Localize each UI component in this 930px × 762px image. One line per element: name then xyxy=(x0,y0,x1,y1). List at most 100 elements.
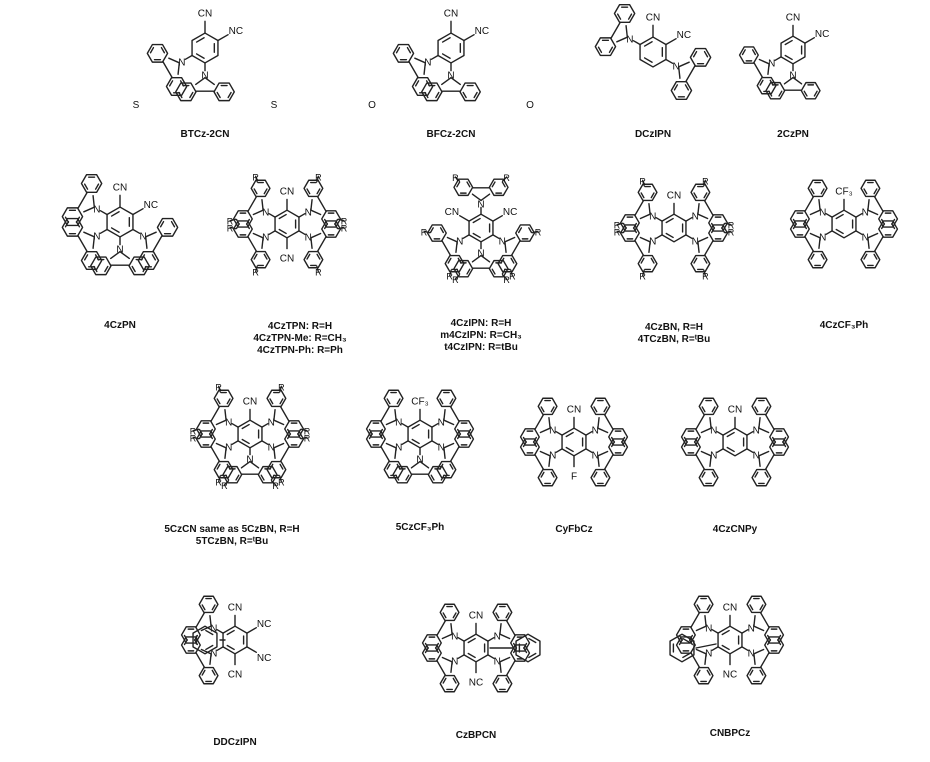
caption: 5CzCF₃Ph xyxy=(396,522,445,533)
nitrogen-label: N xyxy=(93,231,100,242)
caption: DCzIPN xyxy=(635,129,671,140)
r-group-label: R xyxy=(304,433,311,443)
substituent-label: CF₃ xyxy=(835,186,852,197)
caption: 5CzCN same as 5CzBN, R=H xyxy=(164,524,299,535)
nitrogen-label: N xyxy=(305,232,312,243)
nitrogen-label: N xyxy=(705,624,712,635)
substituent-label: NC xyxy=(475,26,489,37)
substituent-label: CN xyxy=(113,182,127,193)
substituent-label: CN xyxy=(469,610,483,621)
caption: DDCzIPN xyxy=(213,737,256,748)
nitrogen-label: N xyxy=(424,57,431,68)
substituent-label: NC xyxy=(229,26,243,37)
caption: t4CzIPN: R=tBu xyxy=(444,342,518,353)
nitrogen-label: N xyxy=(705,648,712,659)
substituent-label: NC xyxy=(469,678,483,689)
nitrogen-label: N xyxy=(710,426,717,437)
r-group-label: R xyxy=(272,481,279,491)
caption: 4CzTPN-Me: R=CH₃ xyxy=(253,333,347,344)
r-group-label: R xyxy=(503,173,510,183)
r-group-label: R xyxy=(227,217,234,227)
caption: 4CzBN, R=H xyxy=(645,322,703,333)
r-group-label: R xyxy=(614,227,621,237)
caption: BFCz-2CN xyxy=(427,129,476,140)
substituent-label: CN xyxy=(728,404,742,415)
substituent-label: NC xyxy=(144,200,158,211)
substituent-label: CN xyxy=(567,404,581,415)
heteroatom-label: O xyxy=(526,100,534,111)
nitrogen-label: N xyxy=(93,205,100,216)
r-group-label: R xyxy=(304,427,311,437)
substituent-label: CN xyxy=(280,186,294,197)
caption: m4CzIPN: R=CH₃ xyxy=(440,330,522,341)
r-group-label: R xyxy=(503,275,510,285)
heteroatom-label: S xyxy=(133,100,140,111)
caption: CyFbCz xyxy=(555,524,592,535)
caption: 4CzIPN: R=H xyxy=(451,318,512,329)
nitrogen-label: N xyxy=(305,208,312,219)
nitrogen-label: N xyxy=(210,648,217,659)
caption: 4CzTPN: R=H xyxy=(268,321,332,332)
nitrogen-label: N xyxy=(768,58,775,69)
nitrogen-label: N xyxy=(262,232,269,243)
r-group-label: R xyxy=(535,227,542,237)
nitrogen-label: N xyxy=(862,232,869,243)
nitrogen-label: N xyxy=(592,426,599,437)
r-group-label: R xyxy=(702,272,709,282)
r-group-label: R xyxy=(278,478,285,488)
r-group-label: R xyxy=(421,227,428,237)
r-group-label: R xyxy=(215,478,222,488)
r-group-label: R xyxy=(278,382,285,392)
r-group-label: R xyxy=(728,227,735,237)
r-group-label: R xyxy=(190,427,197,437)
nitrogen-label: N xyxy=(210,624,217,635)
nitrogen-label: N xyxy=(451,656,458,667)
caption: 4CzTPN-Ph: R=Ph xyxy=(257,345,343,356)
caption: BTCz-2CN xyxy=(181,129,230,140)
caption: 4CzCNPy xyxy=(713,524,758,535)
r-group-label: R xyxy=(639,176,646,186)
r-group-label: R xyxy=(728,221,735,231)
r-group-label: R xyxy=(190,433,197,443)
r-group-label: R xyxy=(215,382,222,392)
heteroatom-label: S xyxy=(271,100,278,111)
caption: 5TCzBN, R=ᵗBu xyxy=(196,536,268,547)
nitrogen-label: N xyxy=(395,418,402,429)
nitrogen-label: N xyxy=(447,71,454,82)
substituent-label: CN xyxy=(786,12,800,23)
r-group-label: R xyxy=(702,176,709,186)
r-group-label: R xyxy=(446,272,453,282)
nitrogen-label: N xyxy=(549,450,556,461)
substituent-label: CN xyxy=(444,8,458,19)
caption: 2CzPN xyxy=(777,129,809,140)
substituent-label: NC xyxy=(677,30,691,41)
nitrogen-label: N xyxy=(139,231,146,242)
substituent-label: CN xyxy=(243,396,257,407)
r-group-label: R xyxy=(614,221,621,231)
nitrogen-label: N xyxy=(262,208,269,219)
substituent-label: CN xyxy=(723,602,737,613)
substituent-label: NC xyxy=(257,619,271,630)
substituent-label: CF₃ xyxy=(411,396,428,407)
nitrogen-label: N xyxy=(499,236,506,247)
r-group-label: R xyxy=(315,172,322,182)
nitrogen-label: N xyxy=(438,418,445,429)
nitrogen-label: N xyxy=(672,61,679,72)
r-group-label: R xyxy=(452,173,459,183)
nitrogen-label: N xyxy=(748,624,755,635)
biphenyl-ring-czbpcn xyxy=(489,633,541,663)
